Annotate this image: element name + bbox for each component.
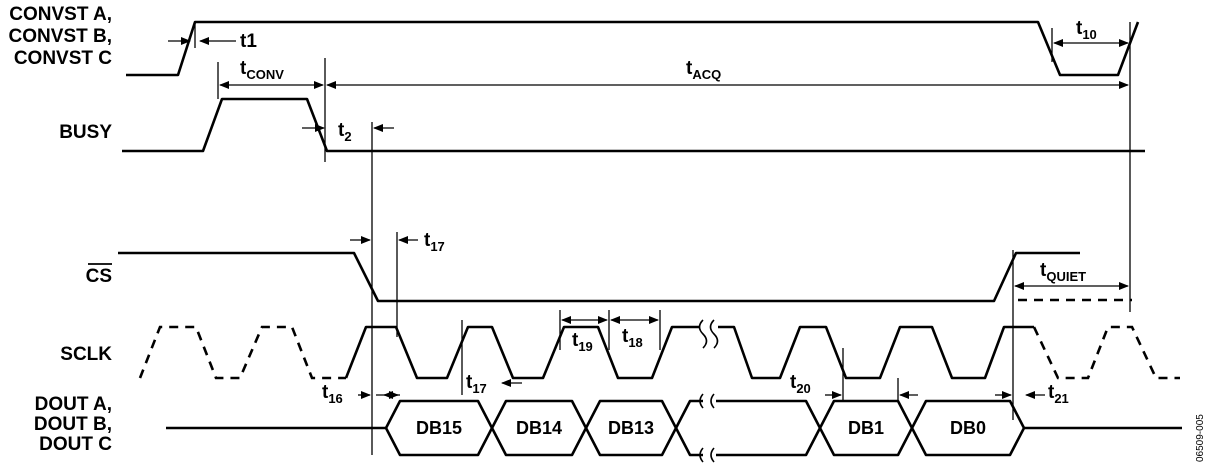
signal-label-convst-a: CONVST A, [9,4,112,25]
dout-continue-b [674,427,703,457]
dout-label-db13: DB13 [608,418,654,438]
dout-label-db0: DB0 [950,418,986,438]
label-tconv: tCONV [240,58,284,82]
signal-label-dout-a: DOUT A, [35,394,112,415]
label-tquiet: tQUIET [1040,260,1086,284]
label-t18: t18 [622,326,643,350]
label-t2: t2 [338,120,352,144]
figure-id: 06509-005 [1195,414,1206,462]
label-tacq: tACQ [686,58,721,82]
label-t20: t20 [790,372,811,396]
label-t19: t19 [572,330,593,354]
signal-label-dout-c: DOUT C [39,434,112,455]
convst-waveform [126,20,1140,77]
sclk-waveform-a [344,325,700,380]
dout-continue-a [674,399,703,429]
dout-label-db1: DB1 [848,418,884,438]
sclk-dashed-left [138,325,346,380]
signal-label-convst-c: CONVST C [14,48,112,69]
signal-label-cs: CS [86,266,112,287]
dout-continue-c [716,399,822,457]
label-t17-top: t17 [424,230,445,254]
cs-waveform [118,251,1080,303]
dout-label-db14: DB14 [516,418,562,438]
label-t1: t1 [240,31,257,52]
break-mark-dout-bottom [699,447,715,463]
signal-label-convst-b: CONVST B, [9,26,112,47]
busy-waveform [122,97,1145,153]
sclk-waveform-b [718,325,1034,380]
signal-label-sclk: SCLK [60,344,112,365]
label-t21: t21 [1048,382,1069,406]
signal-label-dout-b: DOUT B, [34,414,112,435]
label-t10: t10 [1076,18,1097,42]
dout-label-db15: DB15 [416,418,462,438]
break-mark-sclk [698,319,719,349]
label-t17-bottom: t17 [466,372,487,396]
label-t16: t16 [322,382,343,406]
signal-label-busy: BUSY [59,122,112,143]
break-mark-dout-top [699,393,715,409]
sclk-dashed-right [1032,325,1180,380]
